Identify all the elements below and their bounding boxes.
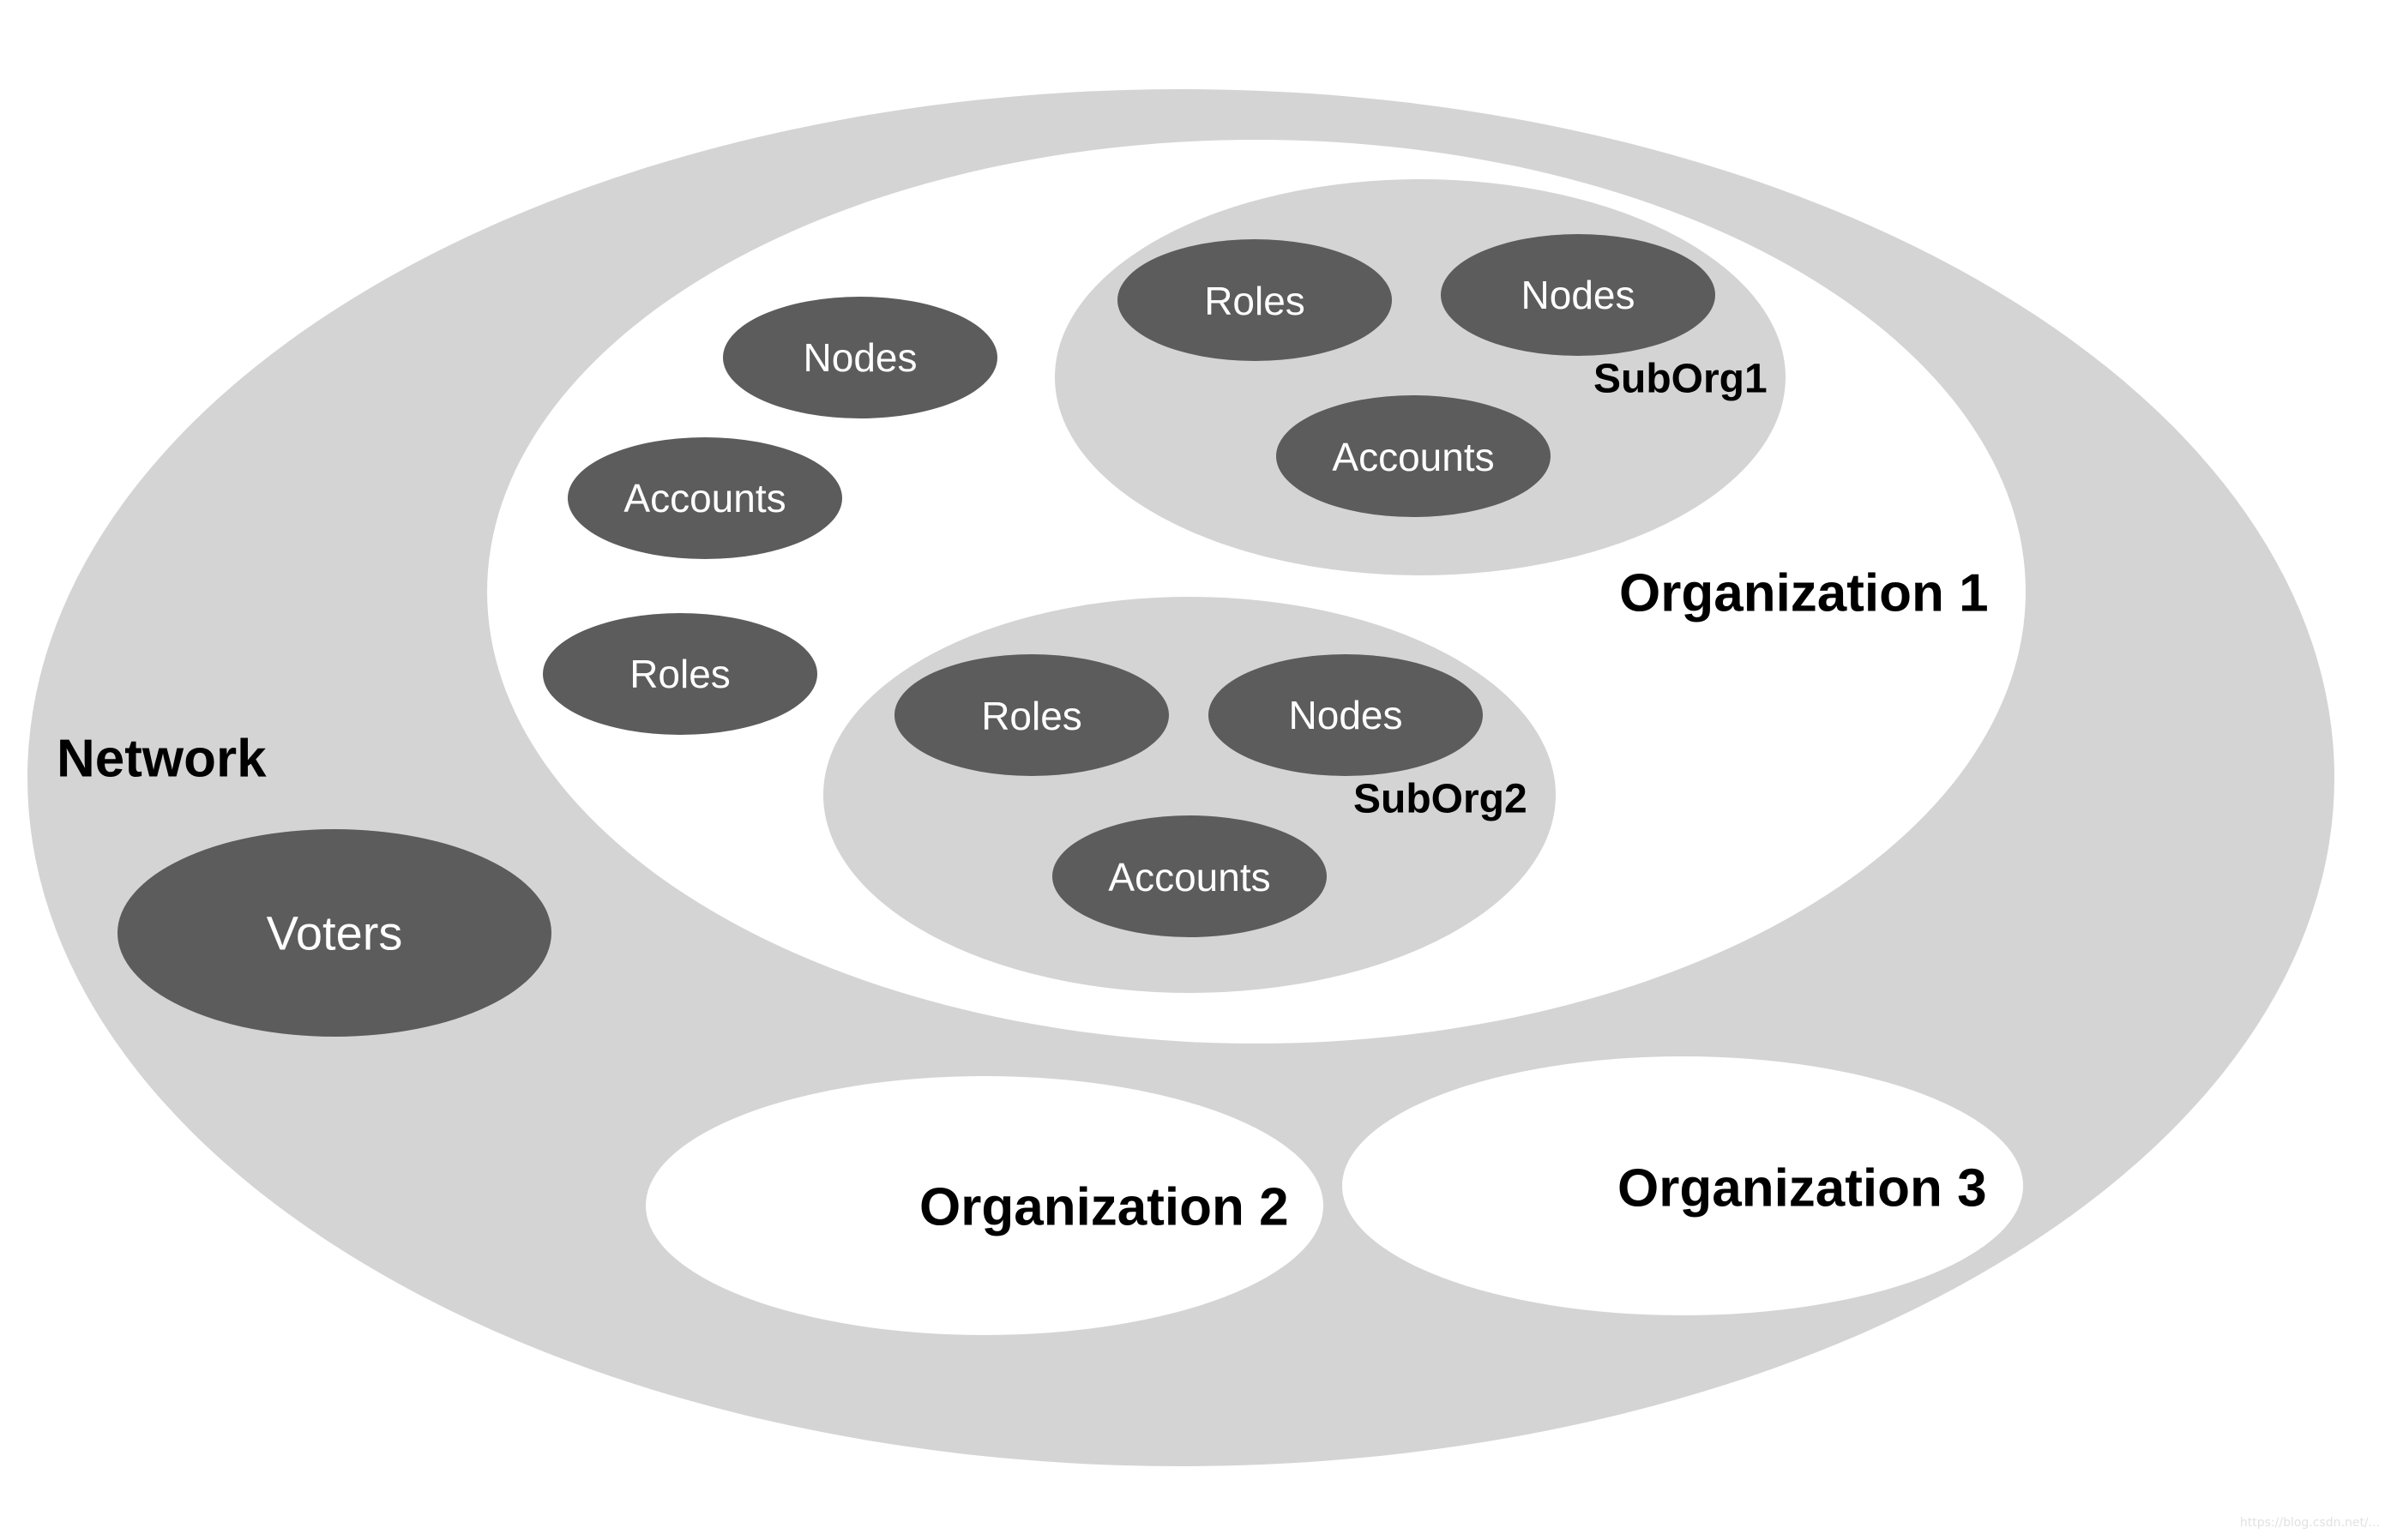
suborg2-roles: Roles — [894, 654, 1169, 776]
suborg2-accounts-label: Accounts — [1108, 855, 1270, 899]
suborg1-roles: Roles — [1117, 239, 1392, 361]
org1-nodes-label: Nodes — [804, 335, 918, 380]
organization-2-region: Organization 2 — [646, 1076, 1323, 1335]
suborg2-accounts: Accounts — [1052, 815, 1327, 937]
suborg2-roles-label: Roles — [981, 694, 1082, 738]
suborg1-accounts-label: Accounts — [1332, 435, 1494, 479]
org1-roles-ellipse — [543, 613, 817, 735]
suborg1-nodes: Nodes — [1441, 234, 1715, 356]
voters-ellipse — [117, 829, 551, 1037]
suborg2-roles-ellipse — [894, 654, 1169, 776]
org1-accounts: Accounts — [568, 437, 842, 559]
org1-nodes: Nodes — [723, 297, 997, 418]
voters-label: Voters — [267, 906, 403, 960]
suborg2-label: SubOrg2 — [1353, 777, 1527, 822]
suborg1-roles-ellipse — [1117, 239, 1392, 361]
org1-roles: Roles — [543, 613, 817, 735]
suborg2-nodes: Nodes — [1208, 654, 1483, 776]
suborg1-roles-label: Roles — [1204, 279, 1305, 323]
suborg2-nodes-label: Nodes — [1289, 693, 1403, 737]
org1-roles-label: Roles — [629, 652, 731, 696]
org1-accounts-ellipse — [568, 437, 842, 559]
suborg2-accounts-ellipse — [1052, 815, 1327, 937]
organization-3-label: Organization 3 — [1617, 1159, 1987, 1218]
organization-1-label: Organization 1 — [1619, 564, 1989, 623]
organization-3-ellipse — [1342, 1056, 2023, 1315]
suborg1-accounts-ellipse — [1276, 395, 1551, 517]
org1-nodes-ellipse — [723, 297, 997, 418]
network-label: Network — [57, 730, 267, 789]
suborg1-region: Roles Nodes Accounts SubOrg1 — [1055, 179, 1786, 575]
organization-3-region: Organization 3 — [1342, 1056, 2023, 1315]
suborg1-label: SubOrg1 — [1593, 357, 1768, 402]
watermark-text: https://blog.csdn.net/... — [2240, 1516, 2380, 1530]
suborg1-nodes-label: Nodes — [1521, 273, 1635, 317]
suborg1-accounts: Accounts — [1276, 395, 1551, 517]
organization-2-label: Organization 2 — [919, 1178, 1289, 1237]
organization-1-region: Organization 1 Nodes Accounts Roles Role… — [487, 140, 2026, 1044]
suborg2-region: Roles Nodes Accounts SubOrg2 — [823, 597, 1556, 993]
organization-2-ellipse — [646, 1076, 1323, 1335]
org1-accounts-label: Accounts — [623, 476, 786, 520]
voters-node: Voters — [117, 829, 551, 1037]
suborg1-nodes-ellipse — [1441, 234, 1715, 356]
suborg2-nodes-ellipse — [1208, 654, 1483, 776]
